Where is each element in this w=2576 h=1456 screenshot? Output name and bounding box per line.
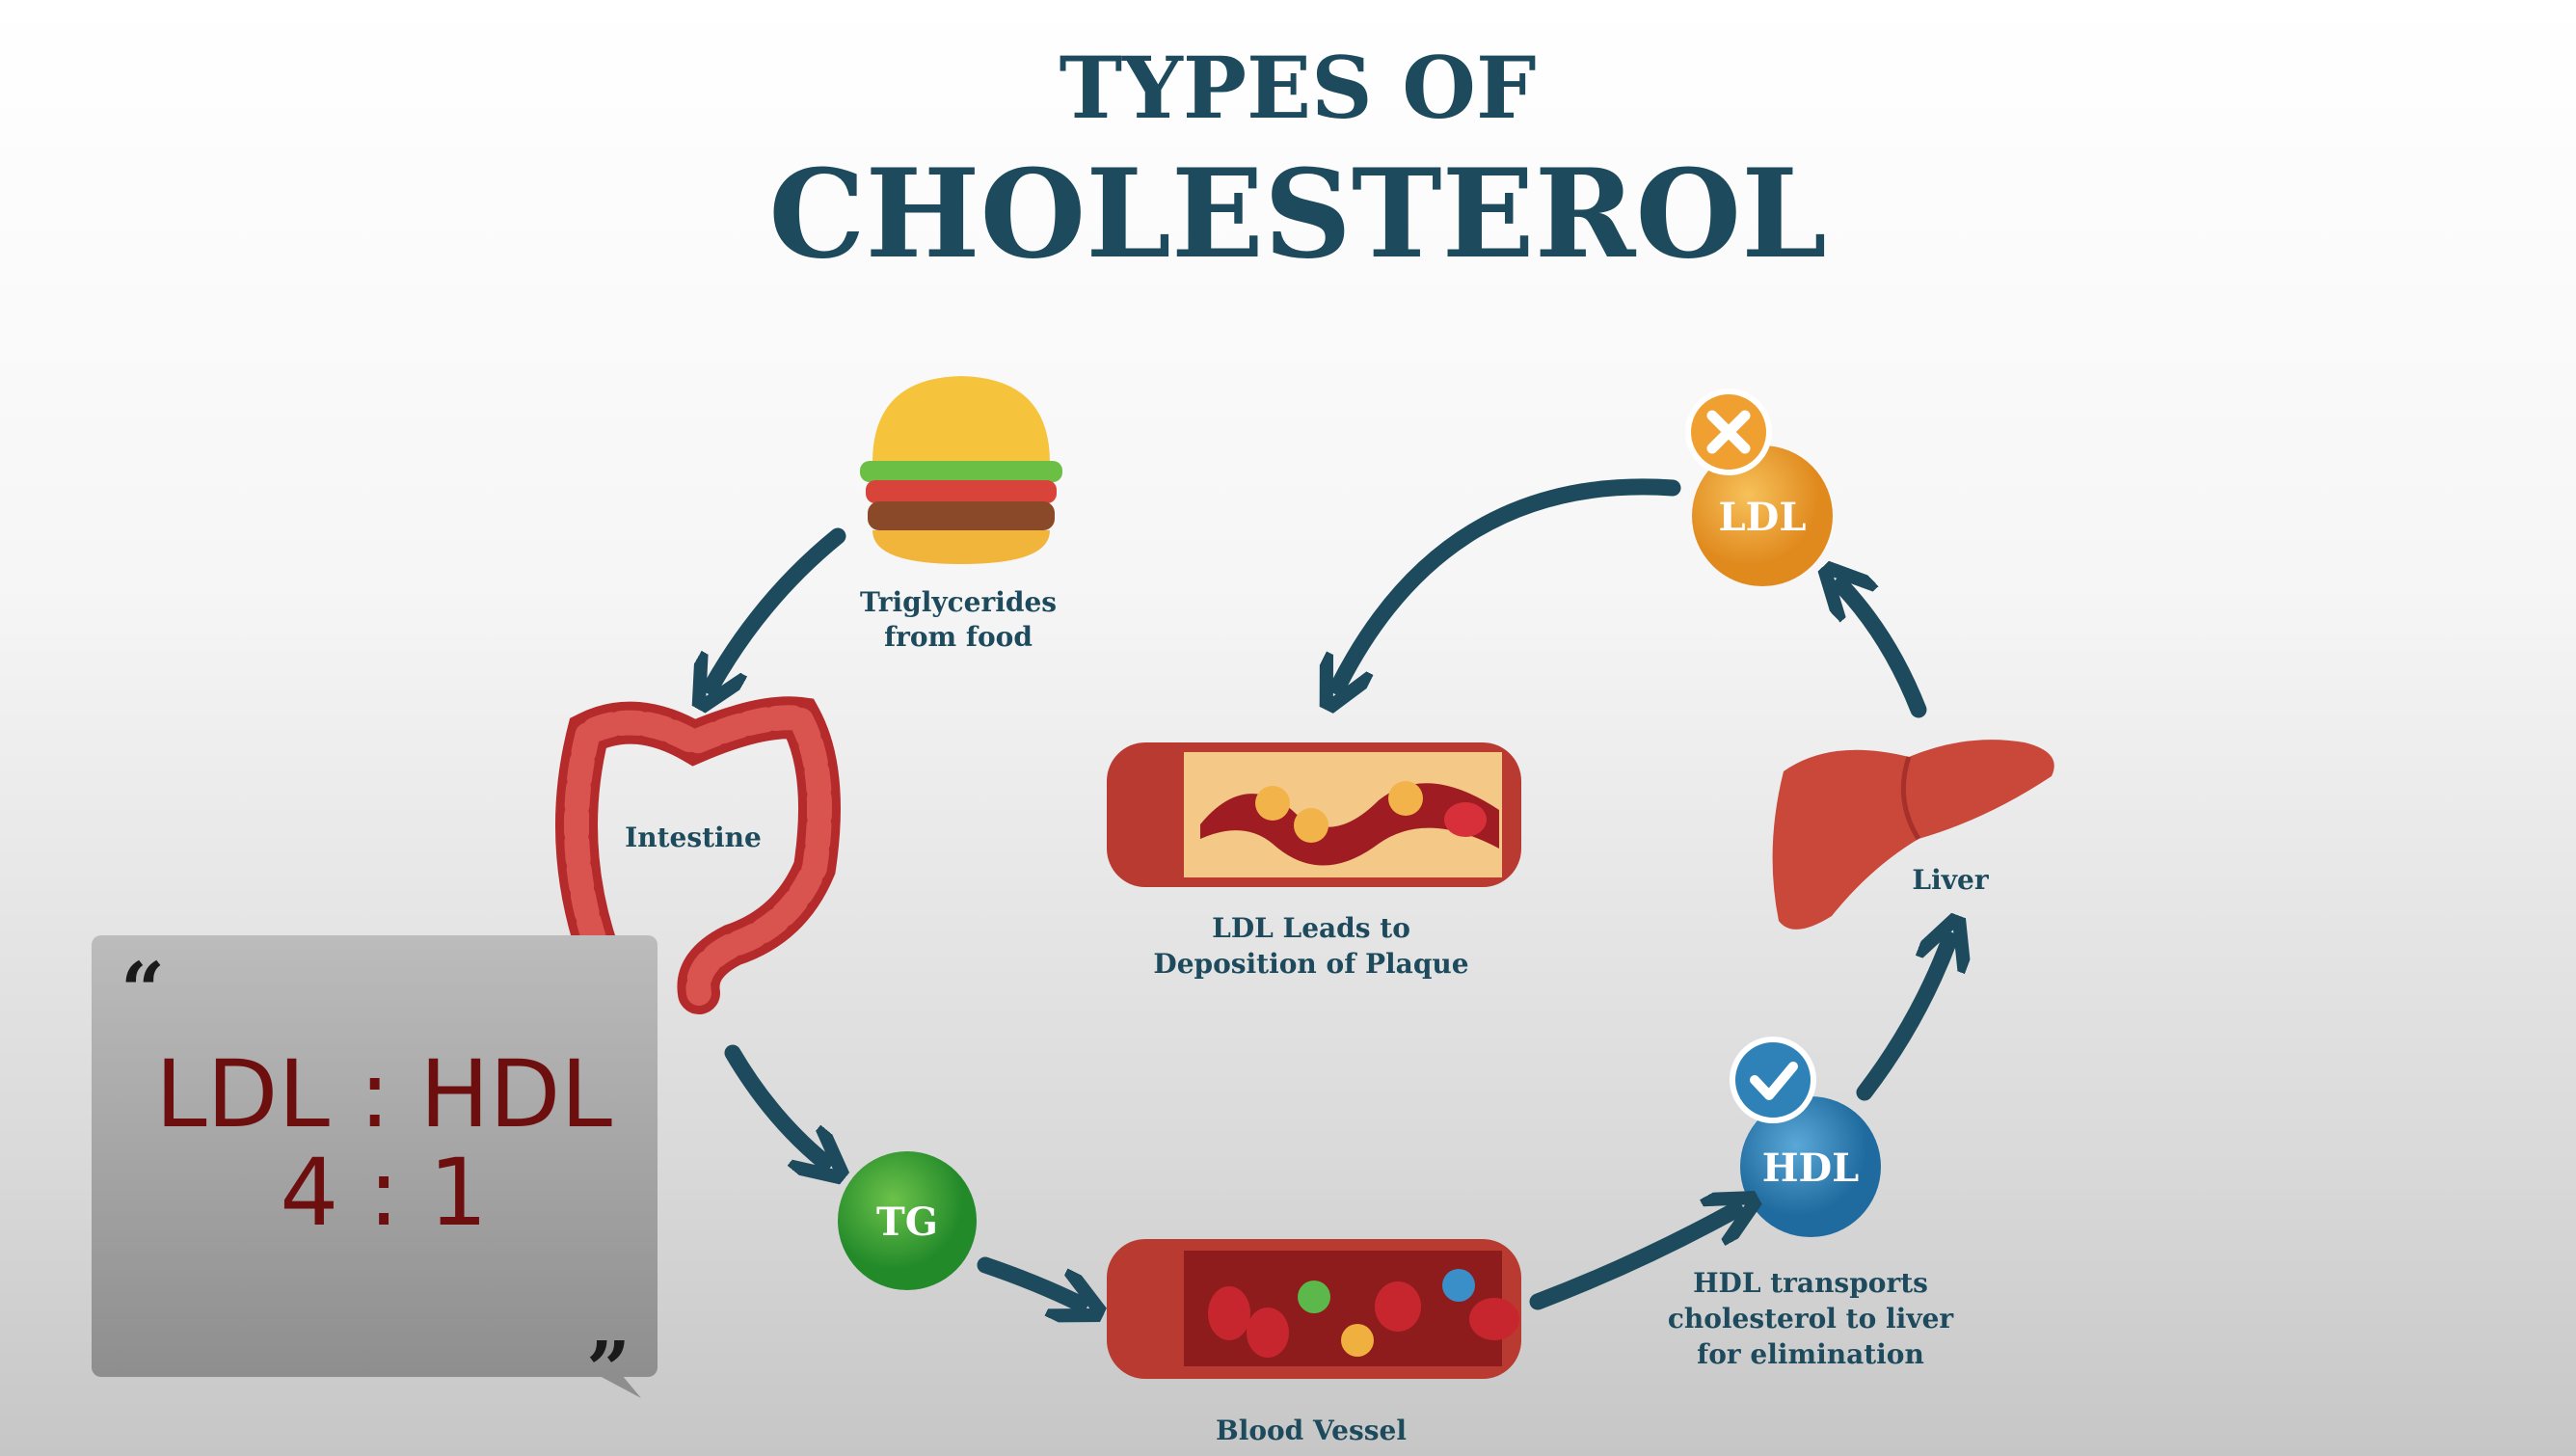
ldl-badge-label: LDL <box>1719 495 1807 540</box>
close-quote-icon: ” <box>586 1324 631 1415</box>
hdl-label-2: cholesterol to liver <box>1668 1303 1955 1335</box>
liver-label: Liver <box>1912 864 1989 896</box>
arrow-liver-to-ldl <box>1841 585 1927 718</box>
arrow-tg-to-vessel <box>977 1256 1080 1304</box>
intestine-icon <box>555 696 841 1014</box>
x-icon <box>1706 410 1751 454</box>
title-line-1: TYPES OF <box>1060 38 1537 138</box>
hdl-label-1: HDL transports <box>1693 1267 1928 1299</box>
ldl-node: LDL <box>1685 389 1833 586</box>
arrow-ldl-to-plaque <box>1338 478 1681 687</box>
plaque-label-2: Deposition of Plaque <box>1153 948 1468 980</box>
food-label-1: Triglycerides <box>860 586 1057 618</box>
ratio-labels: LDL : HDL <box>155 1040 612 1148</box>
check-icon <box>1750 1062 1798 1100</box>
arrow-vessel-to-hdl <box>1529 1210 1735 1310</box>
hdl-badge-label: HDL <box>1762 1146 1860 1191</box>
burger-icon <box>860 376 1062 564</box>
title-line-2: CHOLESTEROL <box>768 143 1827 285</box>
tg-badge-label: TG <box>876 1200 938 1245</box>
ratio-quote-box: “ LDL : HDL 4 : 1 ” <box>92 935 657 1415</box>
intestine-label: Intestine <box>625 822 762 853</box>
food-label-2: from food <box>884 621 1033 653</box>
plaque-label-1: LDL Leads to <box>1212 912 1410 944</box>
arrow-food-to-intestine <box>711 527 846 687</box>
hdl-node: HDL <box>1730 1037 1881 1237</box>
arrow-hdl-to-liver <box>1856 940 1949 1101</box>
hdl-label-3: for elimination <box>1697 1338 1924 1370</box>
blood-vessel-icon <box>1107 1239 1521 1379</box>
liver-icon <box>1772 740 2054 930</box>
ratio-values: 4 : 1 <box>280 1139 488 1247</box>
blood-vessel-label: Blood Vessel <box>1216 1415 1407 1446</box>
open-quote-icon: “ <box>121 945 165 1036</box>
plaque-vessel-icon <box>1107 742 1521 887</box>
tg-node: TG <box>838 1151 977 1290</box>
arrow-intestine-to-tg <box>724 1044 824 1162</box>
